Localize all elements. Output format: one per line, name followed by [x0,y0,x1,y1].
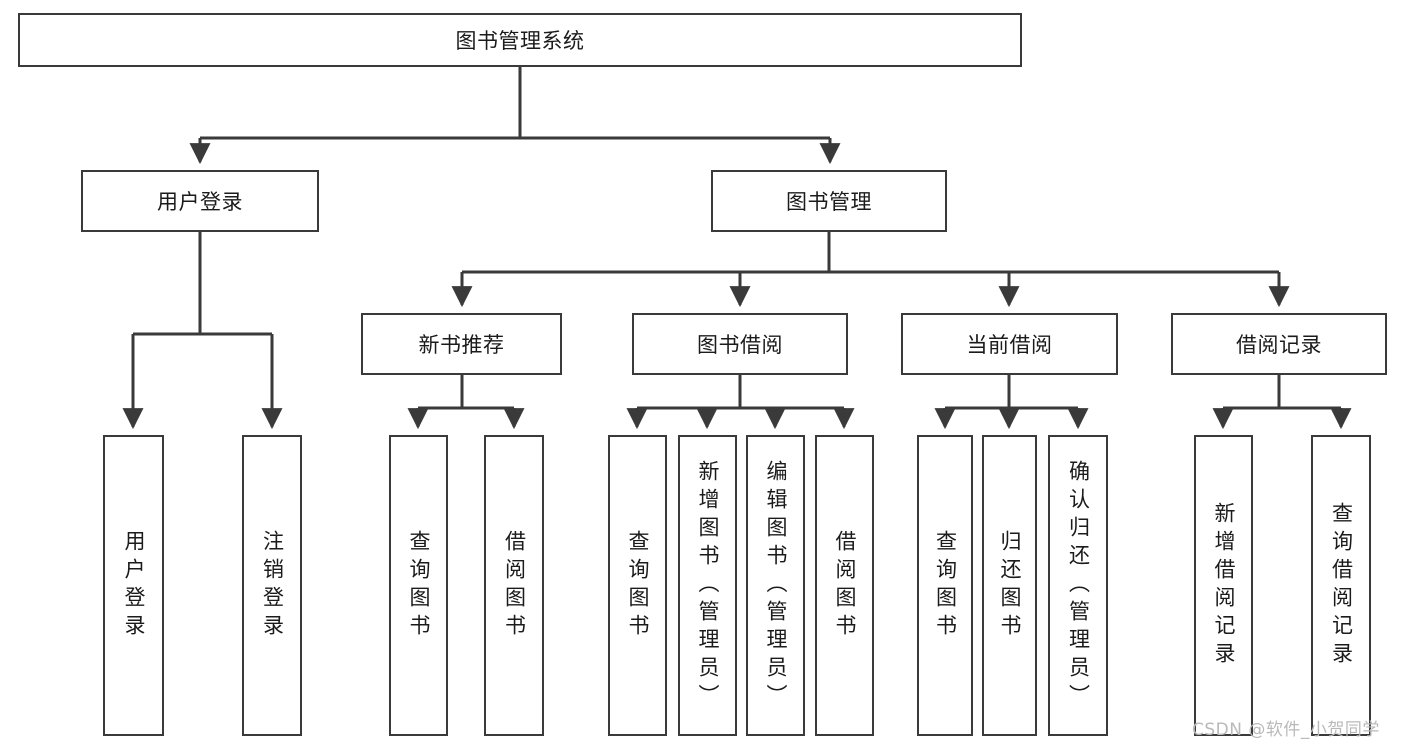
node-borrow-record-label: 借阅记录 [1236,333,1322,357]
node-current-borrow-label: 当前借阅 [966,333,1053,357]
node-new-book-recommend[interactable]: 新书推荐 [361,313,562,375]
node-book-borrow-label: 图书借阅 [697,333,783,357]
node-leaf-return-book[interactable]: 归还图书 [982,435,1037,736]
node-leaf-confirm-return-admin[interactable]: 确认归还（管理员） [1048,435,1108,736]
node-user-login[interactable]: 用户登录 [81,170,319,232]
node-leaf-query-book-borrow[interactable]: 查询图书 [608,435,667,736]
node-new-book-recommend-label: 新书推荐 [418,333,505,357]
node-leaf-borrow-book-label: 借阅图书 [833,529,857,642]
node-book-management-label: 图书管理 [786,190,872,214]
node-leaf-add-borrow-record[interactable]: 新增借阅记录 [1194,435,1253,736]
node-leaf-add-book-admin-label: 新增图书（管理员） [696,459,720,712]
node-leaf-query-book-borrow-label: 查询图书 [626,529,650,642]
node-borrow-record[interactable]: 借阅记录 [1171,313,1387,375]
node-leaf-borrow-book[interactable]: 借阅图书 [815,435,874,736]
node-root[interactable]: 图书管理系统 [18,13,1022,67]
node-leaf-query-borrow-record[interactable]: 查询借阅记录 [1311,435,1371,736]
node-book-management[interactable]: 图书管理 [711,170,947,232]
node-leaf-confirm-return-admin-label: 确认归还（管理员） [1066,459,1091,712]
node-leaf-user-login[interactable]: 用户登录 [103,435,164,736]
node-leaf-query-book-recommend[interactable]: 查询图书 [389,435,448,736]
node-leaf-query-borrow-record-label: 查询借阅记录 [1329,501,1354,670]
node-leaf-logout-login-label: 注销登录 [260,529,285,642]
node-leaf-borrow-book-recommend-label: 借阅图书 [502,529,527,642]
node-leaf-query-book-current[interactable]: 查询图书 [917,435,973,736]
node-leaf-add-book-admin[interactable]: 新增图书（管理员） [678,435,737,736]
node-current-borrow[interactable]: 当前借阅 [901,313,1118,375]
node-leaf-logout-login[interactable]: 注销登录 [242,435,302,736]
node-book-borrow[interactable]: 图书借阅 [632,313,848,375]
node-leaf-borrow-book-recommend[interactable]: 借阅图书 [484,435,544,736]
node-leaf-query-book-recommend-label: 查询图书 [407,529,431,642]
watermark: CSDN @软件_小贺同学 [1192,720,1380,740]
node-leaf-user-login-label: 用户登录 [122,529,146,642]
node-leaf-query-book-current-label: 查询图书 [933,529,958,642]
node-user-login-label: 用户登录 [157,190,243,214]
node-leaf-return-book-label: 归还图书 [998,529,1022,642]
node-leaf-edit-book-admin-label: 编辑图书（管理员） [764,459,788,712]
node-leaf-add-borrow-record-label: 新增借阅记录 [1212,501,1236,670]
node-root-label: 图书管理系统 [455,29,585,53]
node-leaf-edit-book-admin[interactable]: 编辑图书（管理员） [746,435,805,736]
